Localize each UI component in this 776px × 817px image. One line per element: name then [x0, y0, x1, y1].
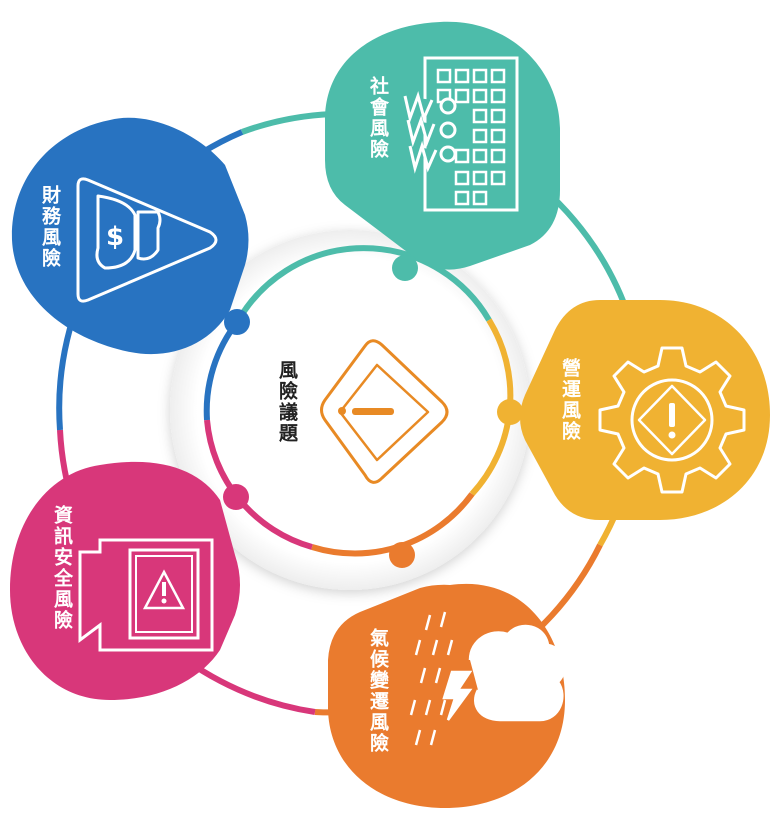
- svg-text:$: $: [106, 222, 124, 252]
- climate-risk-card[interactable]: 氣候變遷風險: [328, 583, 566, 808]
- gear-icon: [598, 346, 746, 494]
- inner-node-climate: [389, 542, 415, 568]
- climate-risk-label: 氣候變遷風險: [367, 627, 389, 754]
- social-risk-label: 社會風險: [367, 75, 390, 160]
- finance-risk-label: 財務風險: [39, 184, 61, 269]
- building-people-icon: [403, 56, 519, 212]
- warning-monitor-icon: [78, 538, 214, 652]
- center-label: 風險議題: [276, 360, 298, 444]
- money-bag-icon: $: [76, 177, 218, 303]
- storm-cloud-icon: [409, 611, 566, 746]
- operation-risk-label: 營運風險: [559, 357, 581, 442]
- warning-triangle-icon: [320, 339, 449, 484]
- operation-risk-card[interactable]: 營運風險: [520, 300, 770, 520]
- inner-ring-social-arc: [235, 245, 492, 323]
- infosec-risk-card[interactable]: 資訊安全風險: [10, 461, 240, 700]
- infosec-risk-label: 資訊安全風險: [51, 504, 74, 631]
- inner-node-social: [392, 255, 418, 281]
- center-hub: 風險議題: [170, 230, 530, 590]
- inner-node-operation: [497, 399, 523, 425]
- finance-risk-card[interactable]: $ 財務風險: [11, 117, 249, 355]
- social-risk-card[interactable]: 社會風險: [325, 21, 560, 270]
- inner-node-finance: [224, 309, 250, 335]
- inner-node-infosec: [223, 484, 249, 510]
